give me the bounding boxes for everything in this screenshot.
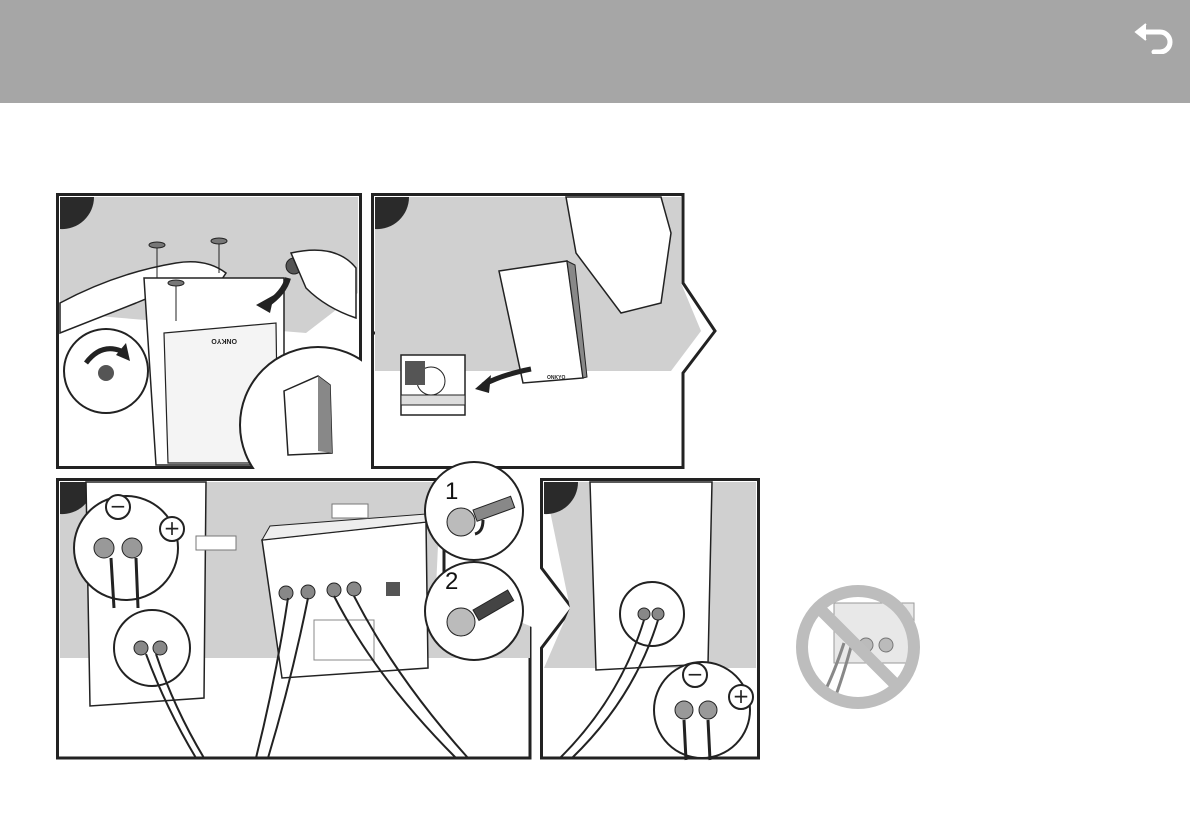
panel-connect-second-speaker: − + bbox=[540, 478, 760, 761]
back-button[interactable] bbox=[1132, 14, 1178, 54]
minus-terminal-label-2: − bbox=[682, 662, 708, 688]
minus-terminal-label: − bbox=[105, 494, 131, 520]
header-bar bbox=[0, 0, 1190, 103]
step-2-inset: 2 bbox=[423, 560, 525, 662]
undo-arrow-icon bbox=[1132, 14, 1178, 54]
step-1-label: 1 bbox=[445, 478, 458, 506]
brand-label-2: ONKYO bbox=[547, 375, 565, 381]
plus-terminal-label-2: + bbox=[728, 684, 754, 710]
panel-attach-feet: ONKYO bbox=[56, 193, 362, 469]
plus-terminal-label: + bbox=[159, 516, 185, 542]
brand-label-1: ONKYO bbox=[211, 337, 237, 344]
step-2-label: 2 bbox=[445, 568, 458, 596]
step-1-inset: 1 bbox=[423, 460, 525, 562]
prohibited-wiring-icon bbox=[794, 583, 922, 711]
panel-place-speaker: ONKYO bbox=[371, 193, 717, 469]
